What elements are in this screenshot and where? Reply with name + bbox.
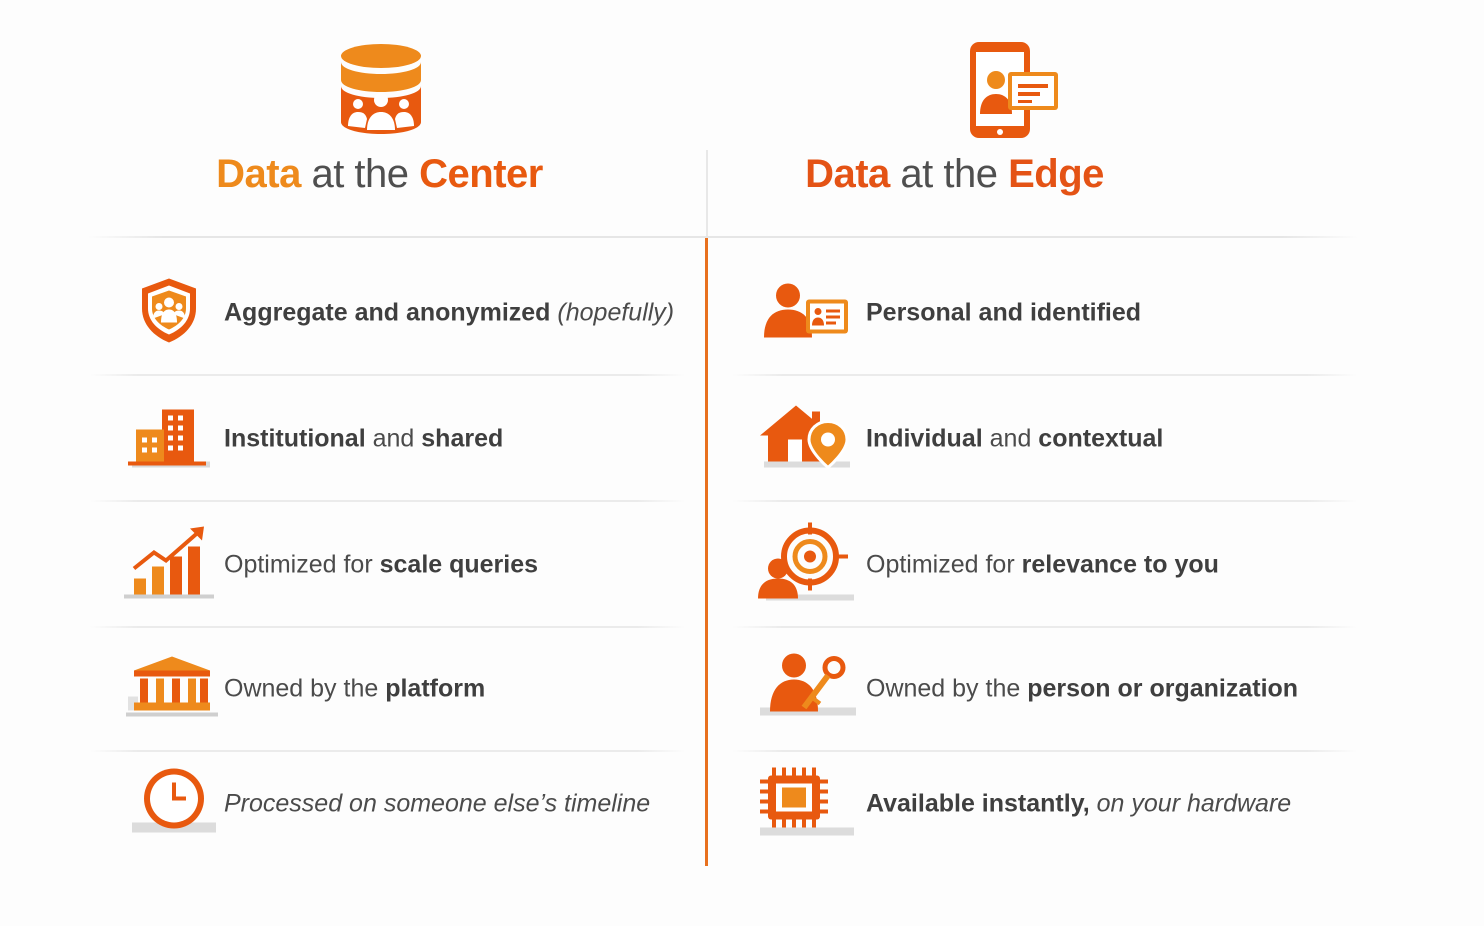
row-regular: Owned by the	[866, 674, 1028, 703]
row-bold: relevance to you	[1021, 550, 1219, 579]
center-row-aggregate: Aggregate and anonymized (hopefully)	[90, 250, 685, 376]
row-regular: and	[982, 424, 1039, 453]
database-people-icon	[338, 42, 424, 141]
row-regular: Optimized for	[866, 550, 1022, 579]
edge-row-individual: Individual and contextual	[732, 376, 1357, 502]
center-row-text: Institutional and shared	[224, 425, 503, 454]
chip-icon	[760, 766, 854, 843]
row-bold: person or organization	[1027, 674, 1299, 703]
center-row-text: Optimized for scale queries	[224, 551, 538, 580]
row-divider	[90, 500, 685, 502]
person-key-icon	[760, 652, 856, 727]
row-italic: (hopefully)	[557, 298, 675, 327]
center-row-institutional: Institutional and shared	[90, 376, 685, 502]
institution-icon	[126, 655, 218, 724]
row-regular: Optimized for	[224, 550, 380, 579]
header-divider	[88, 236, 1358, 238]
center-title: Data at the Center	[82, 152, 677, 197]
center-row-text: Owned by the platform	[224, 675, 485, 704]
edge-row-text: Personal and identified	[866, 299, 1141, 328]
edge-row-text: Optimized for relevance to you	[866, 551, 1219, 580]
row-bold: Aggregate and anonymized	[224, 298, 551, 327]
person-id-icon	[762, 282, 852, 345]
row-bold: Available instantly,	[866, 789, 1090, 818]
row-divider	[732, 500, 1357, 502]
edge-row-hardware: Available instantly, on your hardware	[732, 742, 1357, 866]
edge-title: Data at the Edge	[642, 152, 1267, 197]
building-icon	[128, 404, 210, 475]
row-regular: and	[365, 424, 422, 453]
row-bold-2: contextual	[1038, 424, 1164, 453]
title-data: Data	[216, 152, 301, 196]
edge-row-text: Owned by the person or organization	[866, 675, 1298, 704]
row-bold: Personal and identified	[866, 298, 1142, 327]
edge-row-personal: Personal and identified	[732, 250, 1357, 376]
row-divider	[732, 750, 1357, 752]
edge-row-text: Available instantly, on your hardware	[866, 790, 1291, 819]
row-divider	[90, 374, 685, 376]
row-divider	[732, 374, 1357, 376]
shield-people-icon	[138, 277, 200, 350]
home-location-icon	[758, 404, 852, 475]
row-divider	[90, 626, 685, 628]
growth-chart-icon	[124, 525, 216, 606]
phone-profile-icon	[966, 40, 1062, 145]
column-divider-top	[706, 150, 708, 238]
row-bold: platform	[385, 674, 486, 703]
title-connector: at the	[889, 152, 1009, 196]
center-row-platform: Owned by the platform	[90, 626, 685, 752]
center-row-text: Aggregate and anonymized (hopefully)	[224, 299, 674, 328]
clock-icon	[130, 767, 220, 842]
row-divider	[90, 750, 685, 752]
title-edge: Edge	[1008, 152, 1104, 196]
title-center: Center	[419, 152, 543, 196]
center-row-text: Processed on someone else’s timeline	[224, 790, 650, 819]
title-connector: at the	[300, 152, 420, 196]
column-divider	[705, 238, 708, 866]
row-bold: Institutional	[224, 424, 366, 453]
target-person-icon	[756, 522, 854, 608]
row-regular: Owned by the	[224, 674, 386, 703]
row-italic: on your hardware	[1089, 789, 1292, 818]
row-bold: scale queries	[379, 550, 539, 579]
edge-row-relevance: Optimized for relevance to you	[732, 502, 1357, 628]
row-bold: Individual	[866, 424, 983, 453]
center-row-scale: Optimized for scale queries	[90, 502, 685, 628]
edge-row-ownership: Owned by the person or organization	[732, 626, 1357, 752]
title-data: Data	[805, 152, 890, 196]
row-italic: Processed on someone else’s timeline	[224, 789, 651, 818]
row-divider	[732, 626, 1357, 628]
edge-row-text: Individual and contextual	[866, 425, 1163, 454]
center-row-timeline: Processed on someone else’s timeline	[90, 742, 685, 866]
row-bold-2: shared	[421, 424, 504, 453]
